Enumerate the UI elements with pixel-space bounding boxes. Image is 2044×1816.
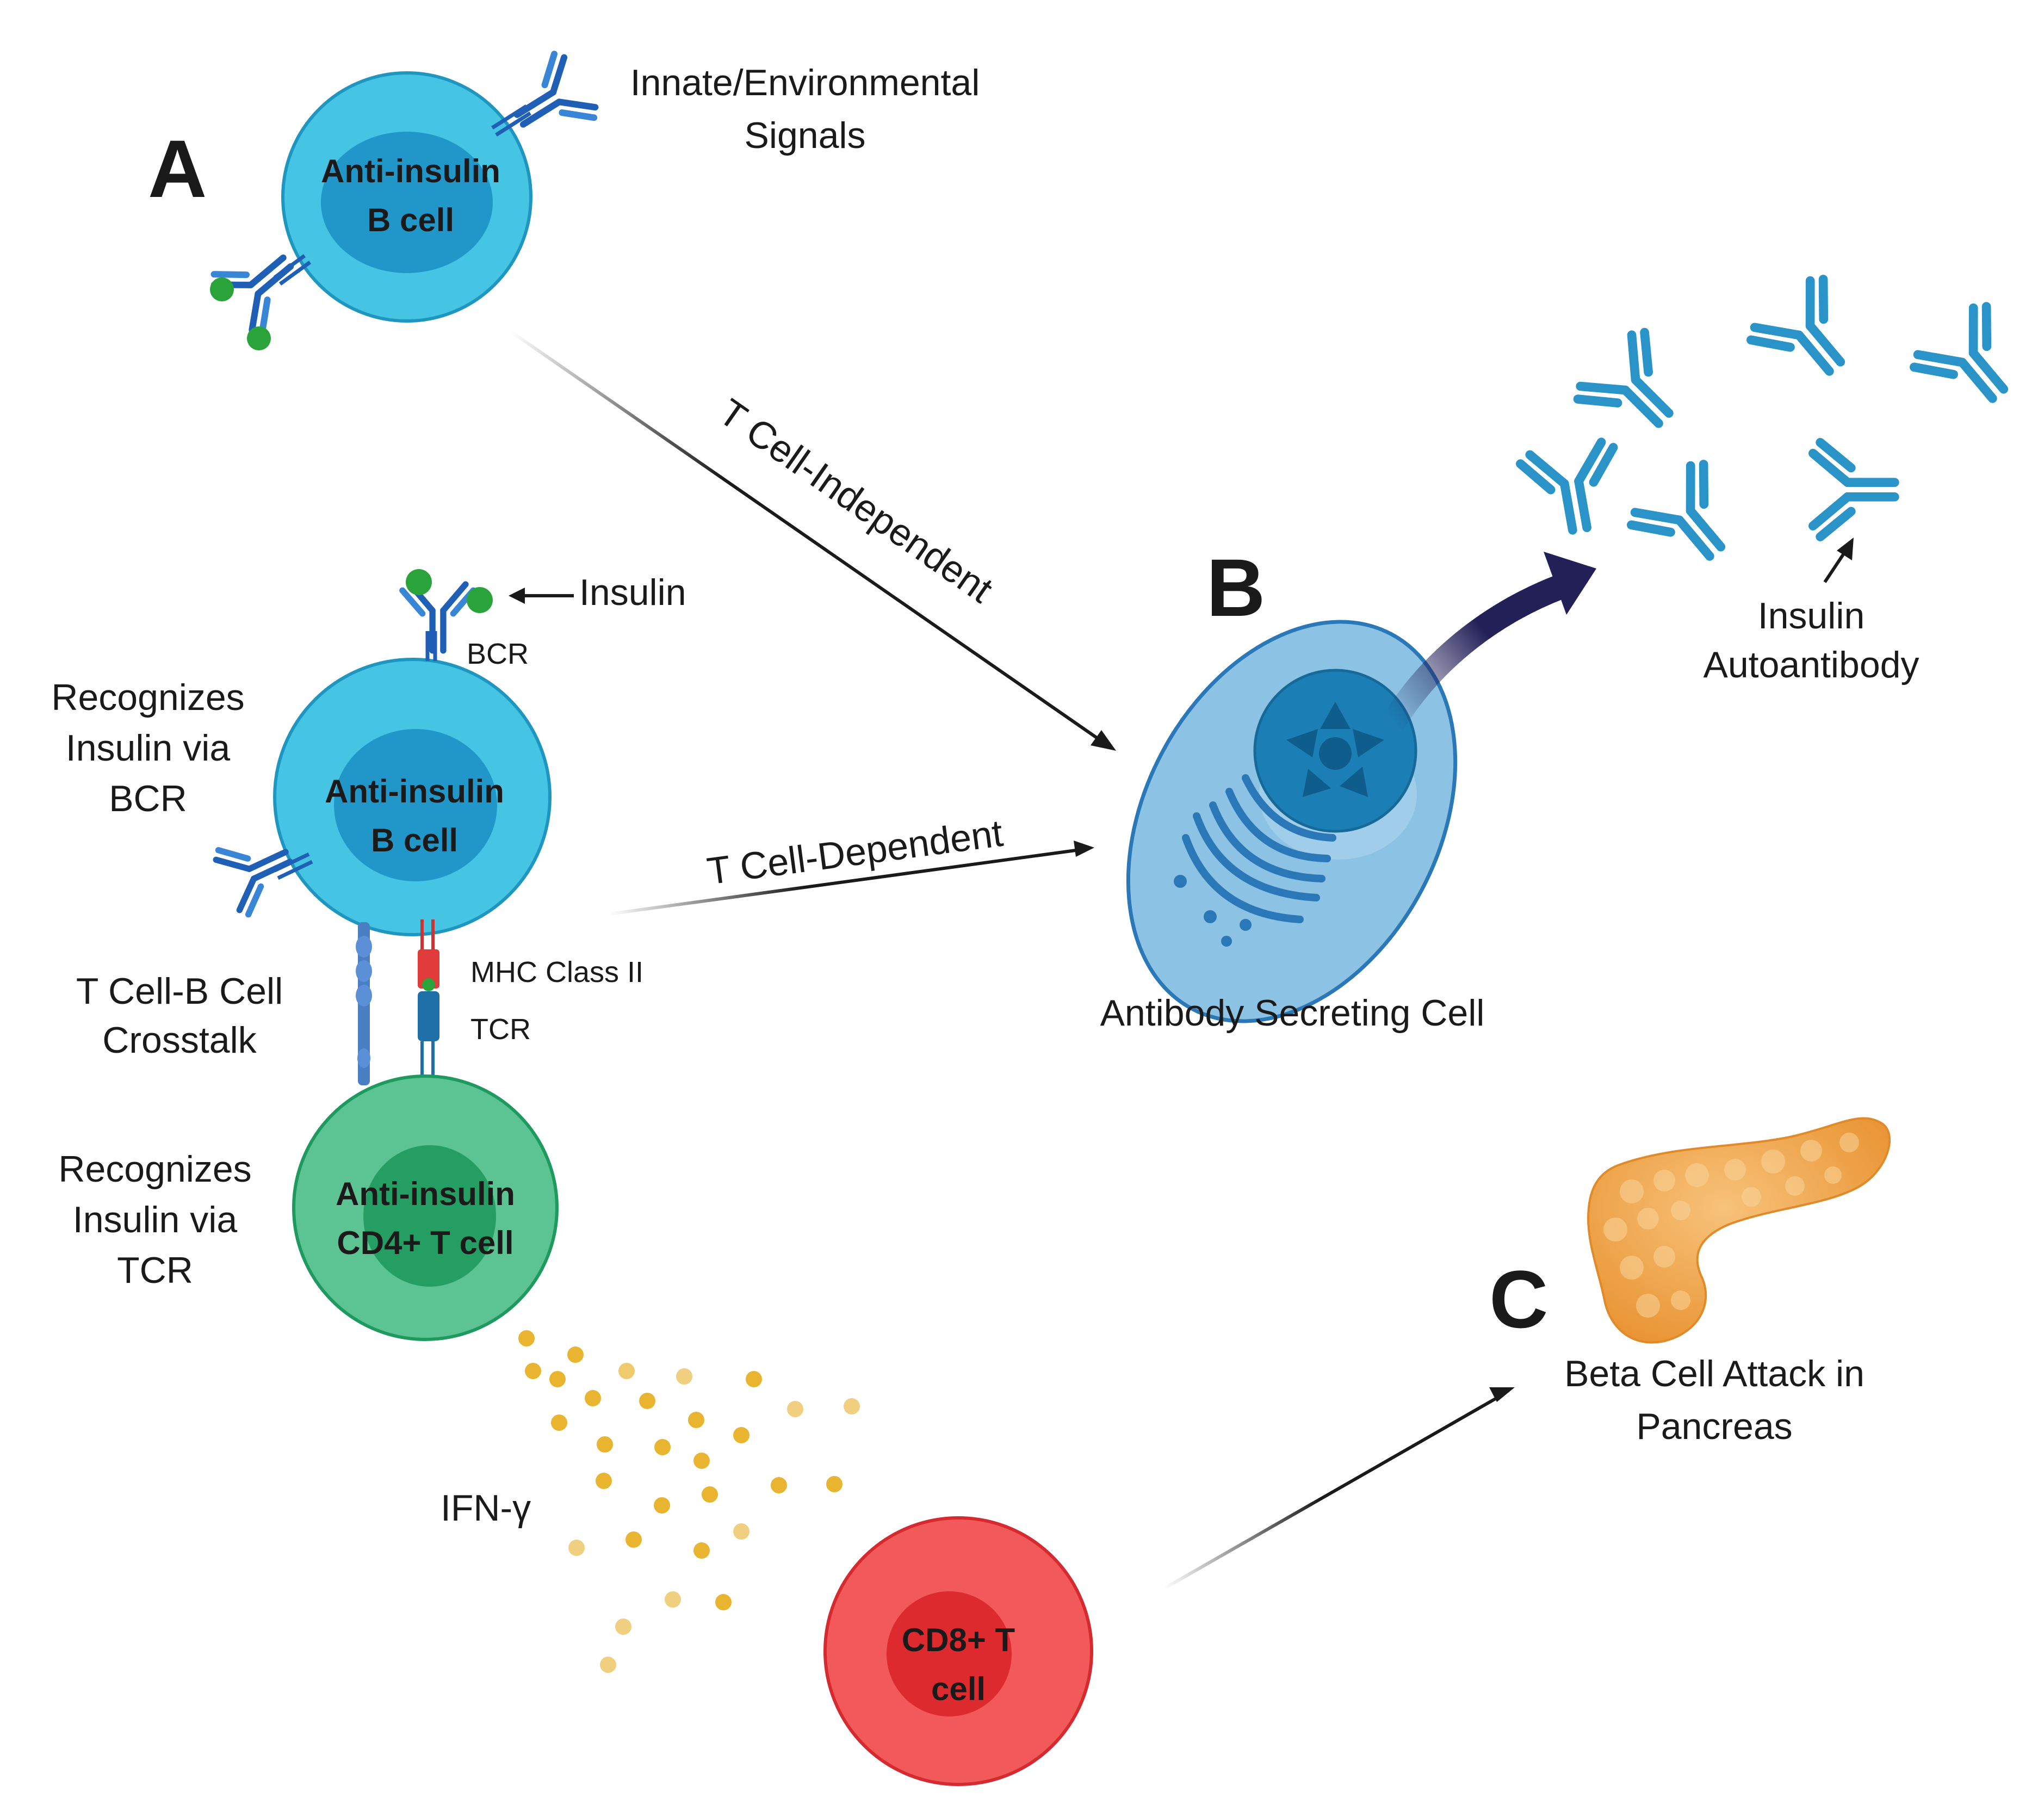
b-cell-top-label-1: Anti-insulin — [321, 153, 500, 189]
mhc-class-ii-molecule — [418, 919, 439, 991]
t-independent-arrowhead — [1091, 730, 1116, 751]
beta-cell-attack-arrowhead — [1489, 1387, 1515, 1402]
cd8-label-1: CD8+ T — [902, 1622, 1015, 1658]
b-cell-mid-label-2: B cell — [371, 822, 458, 858]
secretion-arrow — [1382, 575, 1566, 731]
secretion-arrowhead — [1544, 552, 1596, 615]
autoantibody-label-1: Insulin — [1758, 595, 1865, 637]
autoantibody-label-2: Autoantibody — [1704, 644, 1919, 685]
antibody-icon — [1910, 301, 2034, 424]
recognizes-bcr-label-1: Recognizes — [51, 677, 244, 718]
insulin-autoantibodies — [1519, 274, 2034, 582]
recognizes-tcr-label-2: Insulin via — [73, 1199, 238, 1240]
insulin-icon — [210, 277, 234, 301]
pancreas-illustration — [1587, 1117, 1891, 1344]
autoantibody-pointer-arrow — [1823, 548, 1848, 583]
innate-signals-label-2: Signals — [744, 115, 865, 156]
cd8-label-2: cell — [931, 1671, 986, 1707]
mhc-label: MHC Class II — [470, 956, 643, 989]
beta-cell-attack-label-2: Pancreas — [1636, 1406, 1792, 1447]
recognizes-tcr-label-3: TCR — [117, 1250, 193, 1291]
cd4-label-2: CD4+ T cell — [337, 1225, 513, 1261]
antibody-icon — [1573, 328, 1698, 452]
ifn-gamma-label: IFN-γ — [441, 1487, 531, 1529]
ifn-gamma-cytokines — [518, 1330, 860, 1673]
insulin-label: Insulin — [579, 572, 686, 613]
panel-label-c: C — [1489, 1253, 1548, 1345]
asc-label: Antibody Secreting Cell — [1100, 992, 1485, 1034]
antibody-secreting-cell — [1126, 620, 1458, 1023]
insulin-icon — [247, 326, 271, 350]
antibody-icon — [1519, 440, 1626, 537]
beta-cell-attack-label-1: Beta Cell Attack in — [1564, 1353, 1865, 1394]
b-cell-mid-label-1: Anti-insulin — [325, 773, 504, 810]
crosstalk-adhesion-molecule — [356, 922, 372, 1085]
antibody-icon — [1627, 459, 1751, 582]
t-dependent-arrowhead — [1074, 841, 1094, 857]
panel-label-b: B — [1206, 542, 1265, 633]
innate-signals-label-1: Innate/Environmental — [630, 62, 980, 103]
cd4-label-1: Anti-insulin — [336, 1176, 515, 1212]
antibody-icon — [1746, 274, 1871, 397]
insulin-peptide-icon — [422, 978, 435, 991]
recognizes-bcr-label-3: BCR — [109, 778, 187, 819]
t-dependent-arrow — [609, 848, 1080, 916]
recognizes-tcr-label-1: Recognizes — [58, 1148, 251, 1190]
panel-label-a: A — [148, 123, 207, 214]
b-cell-middle: Anti-insulin B cell — [273, 658, 552, 936]
b-cell-top-label-2: B cell — [367, 202, 454, 238]
antibody-icon — [1813, 442, 1894, 536]
b-cell-top: Anti-insulin B cell — [281, 71, 532, 323]
insulin-icon — [406, 569, 432, 595]
recognizes-bcr-label-2: Insulin via — [66, 727, 231, 769]
bcr-label: BCR — [467, 638, 529, 670]
insulin-icon — [467, 587, 493, 613]
cd8-t-cell: CD8+ T cell — [823, 1516, 1093, 1786]
crosstalk-label-2: Crosstalk — [102, 1020, 257, 1061]
cd4-t-cell: Anti-insulin CD4+ T cell — [292, 1074, 559, 1341]
crosstalk-label-1: T Cell-B Cell — [76, 971, 283, 1012]
tcr-label: TCR — [470, 1013, 531, 1046]
beta-cell-attack-arrow — [1163, 1394, 1502, 1590]
t-independent-arrow — [510, 330, 1102, 743]
bcr-icon — [402, 584, 473, 651]
